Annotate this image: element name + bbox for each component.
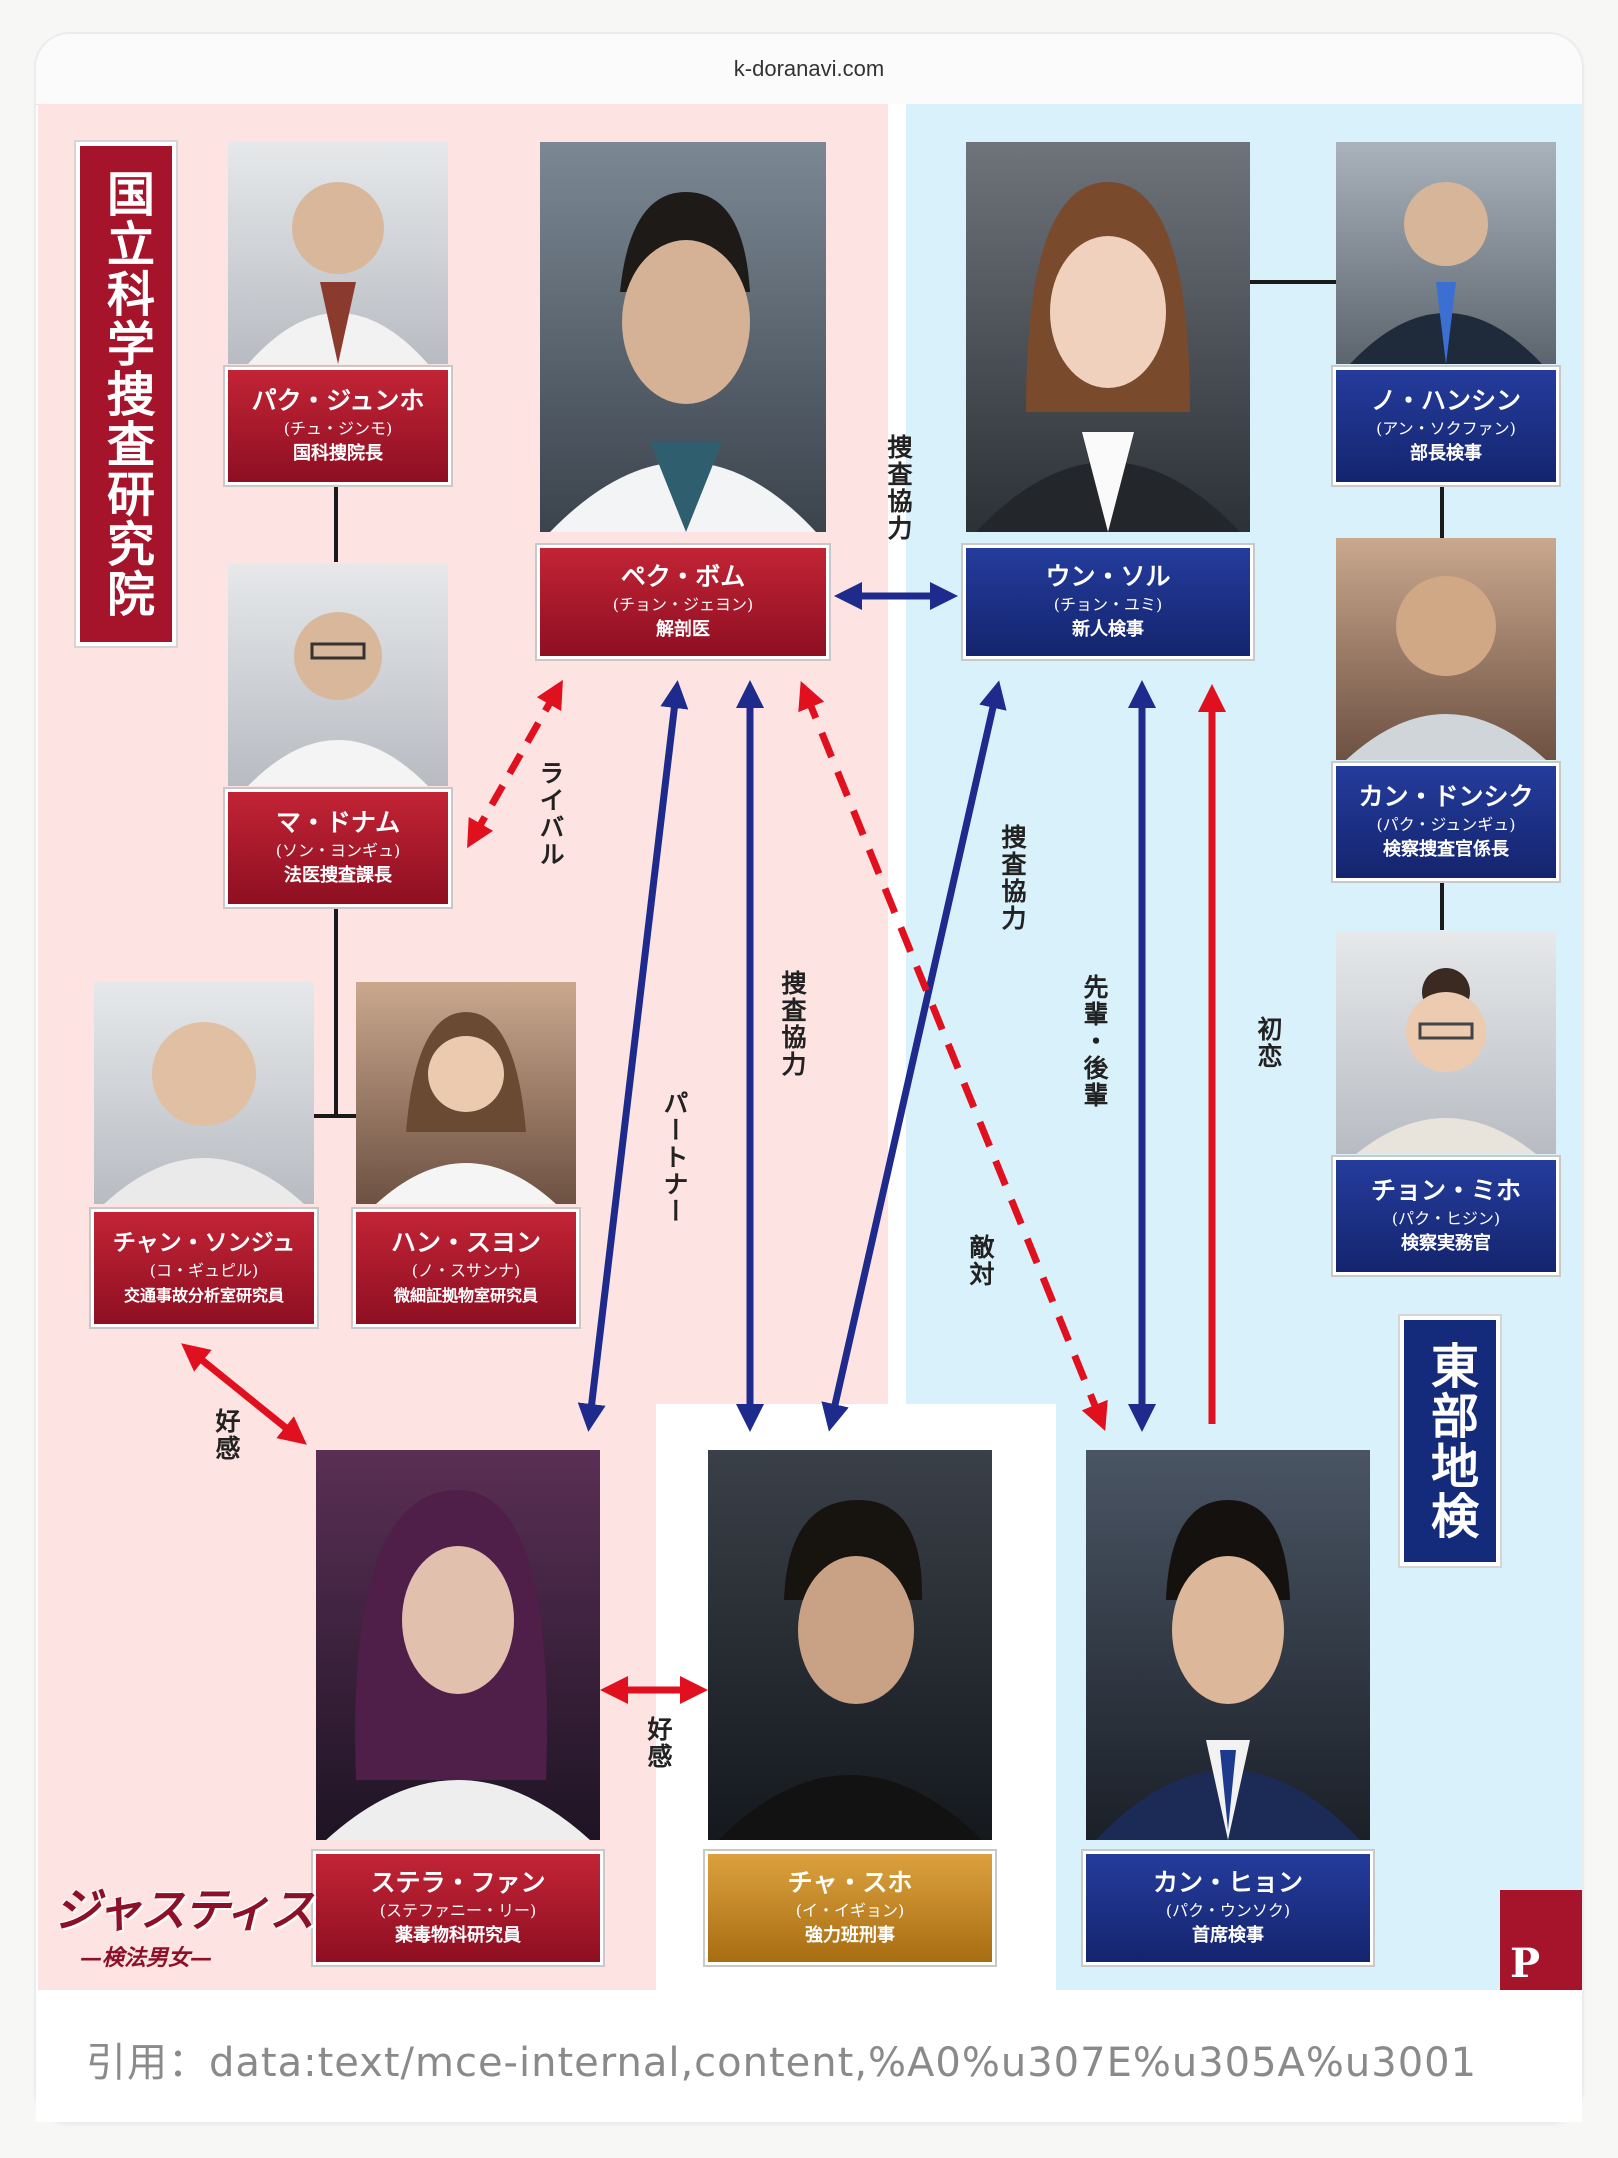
corner-badge: P <box>1500 1890 1582 1990</box>
character-name: ノ・ハンシン <box>1370 386 1521 415</box>
character-name: チャ・スホ <box>787 1868 913 1897</box>
citation-footer: 引用：data:text/mce-internal,content,%A0%u3… <box>36 1994 1582 2122</box>
label-chon-miho: チョン・ミホ (パク・ヒジン) 検察実務官 <box>1336 1160 1556 1272</box>
photo-han-suyon <box>356 982 576 1204</box>
relation-label-pek-cha-coop: 捜査協力 <box>778 970 807 1078</box>
portrait-icon <box>1346 576 1546 760</box>
relation-label-un-kang: 先輩・後輩 <box>1080 974 1109 1109</box>
character-role: 微細証拠物室研究員 <box>393 1286 538 1305</box>
portrait-icon <box>1356 968 1536 1154</box>
character-name: チャン・ソンジュ <box>112 1229 296 1256</box>
photo-chon-miho <box>1336 932 1556 1154</box>
character-name: カン・ドンシク <box>1358 782 1534 811</box>
character-role: 薬毒物科研究員 <box>395 1925 521 1946</box>
logo-title: ジャスティス <box>54 1883 315 1937</box>
character-name: チョン・ミホ <box>1370 1176 1521 1205</box>
relation-label-ma-pek: ライバル <box>536 760 565 868</box>
portrait-icon <box>1096 1500 1360 1840</box>
label-park-junho: パク・ジュンホ (チュ・ジンモ) 国科捜院長 <box>228 370 448 482</box>
relation-label-stella-cha: 好感 <box>644 1716 673 1770</box>
photo-pek-bom <box>540 142 826 532</box>
photo-no-hanshin <box>1336 142 1556 364</box>
portrait-icon <box>976 182 1240 532</box>
portrait-icon <box>248 612 428 786</box>
relation-label-chan-stella: 好感 <box>212 1408 241 1462</box>
character-role: 首席検事 <box>1192 1925 1264 1946</box>
photo-kang-hyon <box>1086 1450 1370 1840</box>
actor-name: (チュ・ジンモ) <box>283 419 393 438</box>
corner-badge-text: P <box>1510 1940 1541 1987</box>
department-label-prosecutor: 東部地検 <box>1404 1320 1496 1562</box>
photo-chan-sonju <box>94 982 314 1204</box>
label-cha-suho: チャ・スホ (イ・イギョン) 強力班刑事 <box>708 1854 992 1962</box>
label-un-sol: ウン・ソル (チョン・ユミ) 新人検事 <box>966 548 1250 656</box>
relation-label-pek-un: 捜査協力 <box>884 434 913 542</box>
actor-name: (チョン・ジェヨン) <box>612 595 754 614</box>
photo-stella <box>316 1450 600 1840</box>
label-ma-donam: マ・ドナム (ソン・ヨンギュ) 法医捜査課長 <box>228 792 448 904</box>
character-role: 検察捜査官係長 <box>1383 839 1509 860</box>
portrait-icon <box>326 1490 590 1840</box>
address-bar[interactable]: k-doranavi.com <box>36 34 1582 105</box>
photo-ma-donam <box>228 564 448 786</box>
portrait-icon <box>1350 182 1542 364</box>
character-name: ペク・ボム <box>620 562 746 591</box>
character-role: 交通事故分析室研究員 <box>123 1286 284 1305</box>
relation-label-pek-cha-partner: パートナー <box>660 1090 689 1225</box>
portrait-icon <box>248 182 428 364</box>
actor-name: (イ・イギョン) <box>795 1901 905 1920</box>
zone-divider <box>888 104 906 1404</box>
character-role: 法医捜査課長 <box>284 865 392 886</box>
relation-label-pek-kang: 敵対 <box>966 1234 995 1288</box>
character-role: 新人検事 <box>1072 619 1144 640</box>
actor-name: (パク・ヒジン) <box>1391 1209 1501 1228</box>
actor-name: (アン・ソクファン) <box>1376 419 1516 438</box>
drama-logo: ジャスティス —検法男女— <box>54 1874 315 1972</box>
label-han-suyon: ハン・スヨン (ノ・スサンナ) 微細証拠物室研究員 <box>356 1212 576 1324</box>
photo-un-sol <box>966 142 1250 532</box>
character-role: 解剖医 <box>656 619 710 640</box>
actor-name: (ステファニー・リー) <box>379 1901 537 1920</box>
relation-label-first-love: 初恋 <box>1254 1016 1283 1070</box>
character-name: カン・ヒョン <box>1152 1868 1303 1897</box>
character-name: パク・ジュンホ <box>251 386 425 415</box>
label-chan-sonju: チャン・ソンジュ (コ・ギュピル) 交通事故分析室研究員 <box>94 1212 314 1324</box>
portrait-icon <box>104 1022 304 1204</box>
portrait-icon <box>550 192 816 532</box>
label-kang-donshik: カン・ドンシク (パク・ジュンギュ) 検察捜査官係長 <box>1336 766 1556 878</box>
citation-text: 引用：data:text/mce-internal,content,%A0%u3… <box>86 2040 1478 2086</box>
character-role: 国科捜院長 <box>293 443 383 464</box>
photo-kang-donshik <box>1336 538 1556 760</box>
actor-name: (チョン・ユミ) <box>1053 595 1163 614</box>
label-stella: ステラ・ファン (ステファニー・リー) 薬毒物科研究員 <box>316 1854 600 1962</box>
photo-cha-suho <box>708 1450 992 1840</box>
character-name: ハン・スヨン <box>390 1228 541 1257</box>
label-pek-bom: ペク・ボム (チョン・ジェヨン) 解剖医 <box>540 548 826 656</box>
portrait-icon <box>718 1500 982 1840</box>
character-name: マ・ドナム <box>275 808 401 837</box>
character-role: 検察実務官 <box>1401 1233 1491 1254</box>
character-role: 強力班刑事 <box>805 1925 895 1946</box>
character-role: 部長検事 <box>1410 443 1482 464</box>
label-no-hanshin: ノ・ハンシン (アン・ソクファン) 部長検事 <box>1336 370 1556 482</box>
portrait-icon <box>376 1012 556 1204</box>
logo-subtitle: —検法男女— <box>80 1945 213 1971</box>
actor-name: (パク・ジュンギュ) <box>1376 815 1516 834</box>
actor-name: (パク・ウンソク) <box>1165 1901 1291 1920</box>
character-name: ステラ・ファン <box>370 1868 546 1897</box>
actor-name: (ソン・ヨンギュ) <box>275 841 401 860</box>
label-kang-hyon: カン・ヒョン (パク・ウンソク) 首席検事 <box>1086 1854 1370 1962</box>
actor-name: (コ・ギュピル) <box>149 1261 259 1280</box>
character-name: ウン・ソル <box>1045 562 1171 591</box>
photo-park-junho <box>228 142 448 364</box>
actor-name: (ノ・スサンナ) <box>411 1261 521 1280</box>
url-text: k-doranavi.com <box>733 56 885 81</box>
department-label-nfs: 国立科学捜査研究院 <box>80 146 172 642</box>
relation-label-un-cha: 捜査協力 <box>998 824 1027 932</box>
